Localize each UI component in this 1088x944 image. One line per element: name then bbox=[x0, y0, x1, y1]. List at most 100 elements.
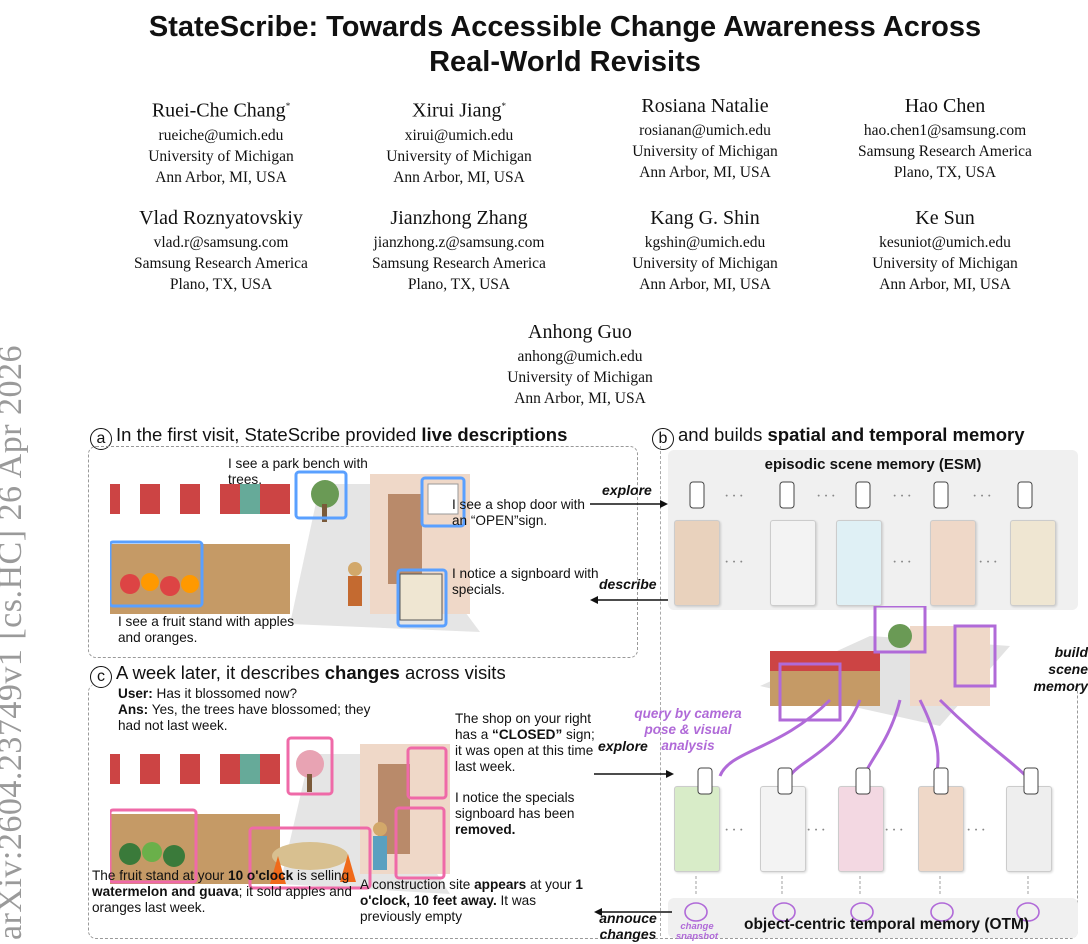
market-scene-first-visit bbox=[110, 464, 480, 632]
ellipsis: ··· bbox=[724, 554, 746, 571]
construction-bold-1: appears bbox=[474, 877, 527, 892]
author-location: Ann Arbor, MI, USA bbox=[639, 276, 771, 293]
author-affiliation: Samsung Research America bbox=[372, 255, 546, 272]
author-location: Plano, TX, USA bbox=[169, 276, 273, 293]
ellipsis: ··· bbox=[892, 488, 914, 505]
author-affiliation: University of Michigan bbox=[386, 147, 532, 165]
brain-icon bbox=[1016, 902, 1040, 922]
arxiv-identifier: arXiv:2604.23749v1 [cs.HC] 26 Apr 2026 bbox=[0, 344, 29, 940]
ellipsis: ··· bbox=[978, 554, 1000, 571]
author-block: Vlad Roznyatovskiy vlad.r@samsung.com Sa… bbox=[106, 204, 336, 295]
annotation-signboard: I notice a signboard with specials. bbox=[452, 566, 599, 597]
construction-text-3: It was previously empty bbox=[360, 893, 537, 924]
author-name: Anhong Guo bbox=[528, 321, 632, 343]
author-name: Hao Chen bbox=[904, 95, 986, 117]
author-affiliation: University of Michigan bbox=[632, 255, 778, 272]
label-change-snapshot: change snapshot bbox=[675, 921, 719, 942]
fruit-bold-2: watermelon and guava bbox=[92, 884, 239, 899]
author-email: kgshin@umich.edu bbox=[644, 234, 766, 251]
author-name: Xirui Jiang bbox=[412, 99, 502, 122]
brain-icon bbox=[684, 902, 708, 922]
ellipsis: ··· bbox=[884, 822, 906, 839]
author-affiliation: University of Michigan bbox=[148, 147, 294, 165]
author-block: Rosiana Natalie rosianan@umich.edu Unive… bbox=[590, 92, 820, 183]
author-name: Vlad Roznyatovskiy bbox=[139, 207, 303, 229]
author-mark: * bbox=[501, 101, 506, 111]
construction-text-2: at your bbox=[526, 877, 576, 892]
annotation-door: I see a shop door with an “OPEN”sign. bbox=[452, 497, 585, 528]
otm-frame bbox=[1006, 786, 1052, 872]
author-location: Plano, TX, USA bbox=[893, 164, 997, 181]
brain-icons bbox=[684, 902, 1040, 922]
phone-icon bbox=[933, 481, 949, 509]
author-block: Anhong Guo anhong@umich.edu University o… bbox=[465, 318, 695, 409]
author-affiliation: University of Michigan bbox=[632, 143, 778, 160]
author-affiliation: Samsung Research America bbox=[858, 143, 1032, 160]
panel-b-text: and builds bbox=[678, 424, 768, 445]
label-explore-bottom: explore bbox=[598, 738, 648, 754]
arrow-explore-bottom bbox=[594, 770, 674, 778]
author-email: hao.chen1@samsung.com bbox=[863, 122, 1027, 139]
author-name: Jianzhong Zhang bbox=[390, 207, 528, 229]
author-location: Ann Arbor, MI, USA bbox=[514, 390, 646, 407]
shop-text-1: The shop on your right has a bbox=[455, 711, 592, 742]
panel-c-letter: c bbox=[90, 666, 112, 688]
answer-label: Ans: bbox=[118, 702, 149, 717]
panel-b-letter: b bbox=[652, 428, 674, 450]
label-describe: describe bbox=[599, 576, 657, 592]
author-block: Jianzhong Zhang jianzhong.z@samsung.com … bbox=[344, 204, 574, 295]
annotation-fruit-change: The fruit stand at your 10 o'clock is se… bbox=[92, 868, 352, 916]
construction-text-1: A construction site bbox=[360, 877, 475, 892]
phone-icon bbox=[1017, 481, 1033, 509]
esm-title: episodic scene memory (ESM) bbox=[764, 456, 982, 473]
phone-icon bbox=[697, 767, 713, 795]
specials-text: I notice the specials signboard has been bbox=[455, 790, 575, 821]
brain-icon bbox=[850, 902, 874, 922]
phone-icon bbox=[689, 481, 705, 509]
author-email: vlad.r@samsung.com bbox=[153, 234, 289, 251]
author-name: Rosiana Natalie bbox=[641, 95, 769, 117]
arrow-announce bbox=[594, 908, 672, 916]
shop-text-2: sign; it was open at this time last week… bbox=[455, 727, 595, 774]
esm-frame bbox=[836, 520, 882, 606]
label-build-scene-memory: build scene memory bbox=[1033, 644, 1088, 694]
ellipsis: ··· bbox=[972, 488, 994, 505]
label-announce: annouce changes bbox=[599, 910, 657, 942]
scene-memory-3d bbox=[760, 606, 1010, 726]
arrows-top bbox=[590, 500, 668, 604]
user-question: User: Has it blossomed now? bbox=[118, 686, 478, 702]
panel-a-frame bbox=[88, 446, 638, 658]
panel-a-text: In the first visit, StateScribe provided bbox=[116, 424, 422, 445]
panel-c-bold: changes bbox=[324, 662, 400, 683]
fruit-text-2: is selling bbox=[293, 868, 350, 883]
user-text: Has it blossomed now? bbox=[152, 686, 298, 701]
author-location: Ann Arbor, MI, USA bbox=[155, 168, 287, 186]
esm-frame bbox=[674, 520, 720, 606]
specials-bold: removed. bbox=[455, 822, 516, 837]
phone-icon bbox=[855, 481, 871, 509]
vertical-divider bbox=[660, 446, 661, 936]
author-name: Kang G. Shin bbox=[650, 207, 760, 229]
author-block: Hao Chen hao.chen1@samsung.com Samsung R… bbox=[830, 92, 1060, 183]
author-name: Ruei-Che Chang bbox=[151, 99, 286, 122]
annotation-closed-shop: The shop on your right has a “CLOSED” si… bbox=[455, 711, 601, 775]
brain-icon bbox=[930, 902, 954, 922]
esm-frame bbox=[930, 520, 976, 606]
phone-icon bbox=[777, 767, 793, 795]
shop-bold: “CLOSED” bbox=[492, 727, 563, 742]
annotation-construction: A construction site appears at your 1 o'… bbox=[360, 877, 594, 925]
phone-icon bbox=[855, 767, 871, 795]
annotation-bench: I see a park bench with trees. bbox=[228, 456, 368, 487]
ellipsis: ··· bbox=[966, 822, 988, 839]
user-label: User: bbox=[118, 686, 153, 701]
esm-frame bbox=[1010, 520, 1056, 606]
panel-c-text: A week later, it describes bbox=[116, 662, 325, 683]
label-explore: explore bbox=[602, 482, 652, 498]
fruit-text-3: ; it sold apples and oranges last week. bbox=[92, 884, 352, 915]
market-scene-week-later bbox=[110, 734, 450, 894]
construction-bold-2: 1 o'clock, 10 feet away. bbox=[360, 877, 583, 908]
panel-c-text-post: across visits bbox=[399, 662, 506, 683]
otm-frame bbox=[760, 786, 806, 872]
